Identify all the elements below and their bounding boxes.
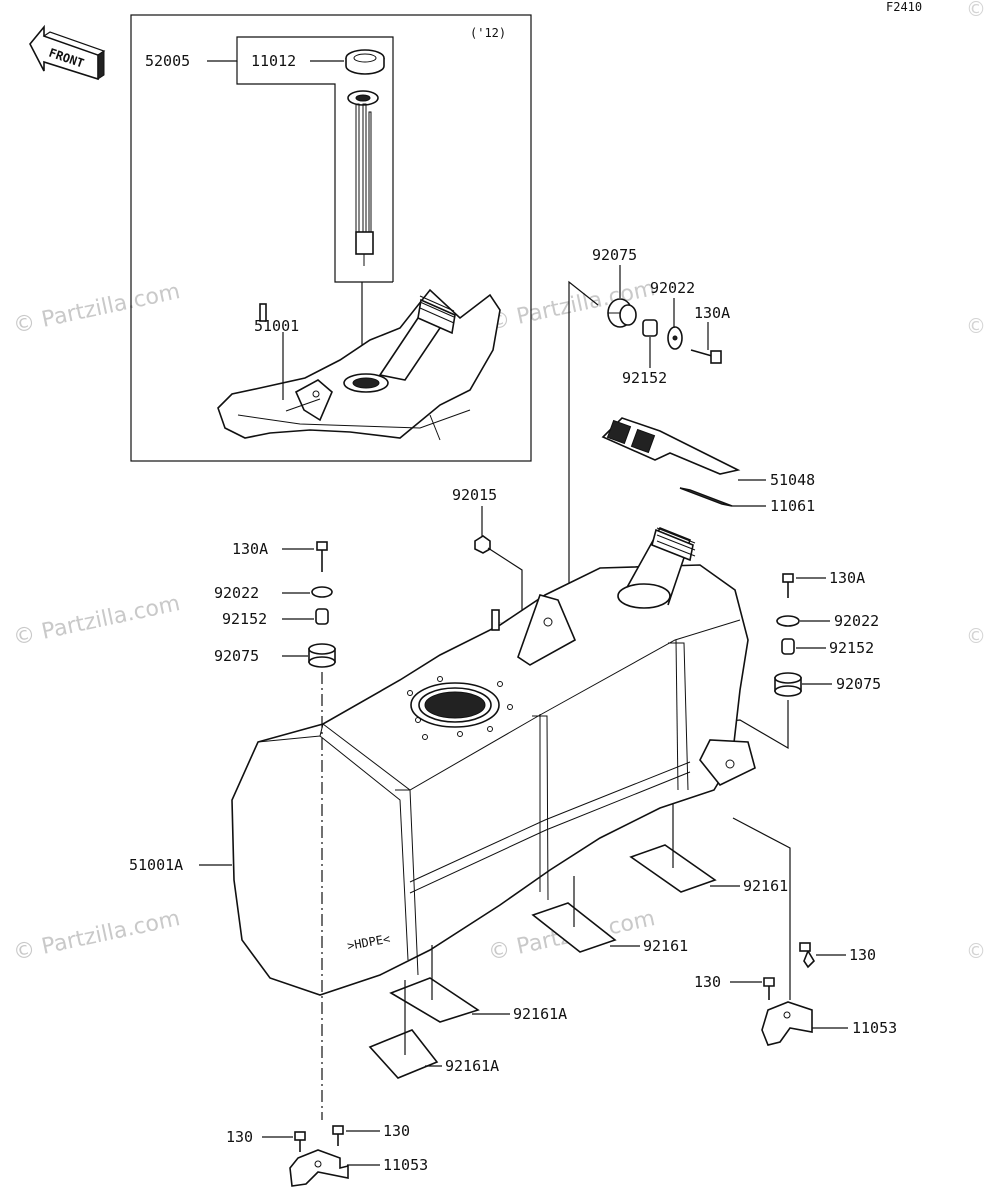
part-label: 11061 — [770, 497, 815, 515]
part-label: 92075 — [592, 246, 637, 264]
part-label: 52005 — [145, 52, 190, 70]
part-label: 130A — [232, 540, 268, 558]
part-label: 92022 — [650, 279, 695, 297]
part-label: 130 — [226, 1128, 253, 1146]
bracket-11053-left — [262, 1125, 380, 1187]
part-label: 130A — [694, 304, 730, 322]
tank-pads — [368, 804, 740, 1079]
part-label: 130A — [829, 569, 865, 587]
watermark-text: © Partzilla.com — [11, 279, 182, 339]
watermark-symbol: © — [966, 624, 986, 648]
part-label: 51048 — [770, 471, 815, 489]
part-label: 92075 — [836, 675, 881, 693]
part-labels: 52005 11012 51001 92075 92022 130A 92152… — [129, 52, 897, 1174]
part-label: 92152 — [222, 610, 267, 628]
watermark-text: © Partzilla.com — [11, 906, 182, 966]
part-label: 92075 — [214, 647, 259, 665]
part-label: 92152 — [829, 639, 874, 657]
watermark-symbol: © — [966, 314, 986, 338]
right-hardware — [719, 573, 832, 750]
top-right-hardware — [568, 265, 722, 648]
part-label: 92161A — [513, 1005, 567, 1023]
diagram-code: F2410 — [886, 0, 922, 14]
part-label: 11053 — [383, 1156, 428, 1174]
watermark-symbol: © — [966, 0, 986, 21]
part-label: 130 — [383, 1122, 410, 1140]
part-label: 130 — [849, 946, 876, 964]
front-arrow-icon: FRONT — [29, 24, 106, 81]
part-label: 92015 — [452, 486, 497, 504]
part-label: 92161 — [643, 937, 688, 955]
part-label: 11012 — [251, 52, 296, 70]
inset-box: ('12) — [130, 14, 532, 462]
part-label: 92022 — [834, 612, 879, 630]
inset-note: ('12) — [470, 26, 506, 40]
left-hardware — [282, 541, 336, 668]
part-label: 92022 — [214, 584, 259, 602]
filler-parts — [601, 417, 766, 507]
part-label: 51001A — [129, 856, 183, 874]
part-label: 130 — [694, 973, 721, 991]
nut-92015 — [474, 506, 523, 620]
watermark-text: © Partzilla.com — [11, 591, 182, 651]
part-label: 92152 — [622, 369, 667, 387]
fuel-tank-51001A: >HDPE< — [199, 526, 756, 1120]
part-label: 92161A — [445, 1057, 499, 1075]
bracket-11053-right — [730, 817, 848, 1046]
part-label: 51001 — [254, 317, 299, 335]
part-label: 92161 — [743, 877, 788, 895]
watermark-symbol: © — [966, 939, 986, 963]
part-label: 11053 — [852, 1019, 897, 1037]
